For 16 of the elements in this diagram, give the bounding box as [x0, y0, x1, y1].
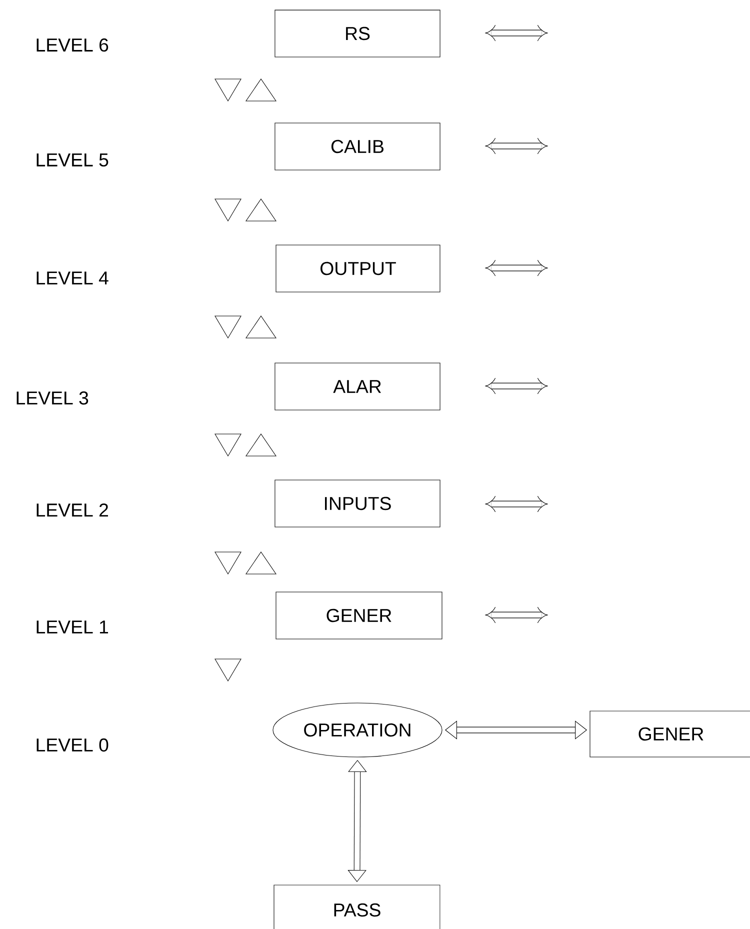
- level-label: LEVEL 0: [36, 738, 108, 752]
- menu-box: GENER: [276, 592, 442, 640]
- menu-box: CALIB: [274, 122, 440, 170]
- menu-box: ALAR: [274, 362, 440, 410]
- menu-box: INPUTS: [274, 480, 440, 528]
- level-label: LEVEL 5: [36, 154, 108, 167]
- level-label: LEVEL 3: [16, 391, 88, 405]
- menu-box: PASS: [274, 884, 440, 929]
- menu-box: RS: [274, 10, 440, 58]
- level-label: LEVEL 1: [36, 620, 108, 634]
- level-label: LEVEL 2: [36, 503, 108, 517]
- level-label: LEVEL 6: [36, 38, 108, 52]
- menu-box: OUTPUT: [276, 244, 440, 292]
- menu-box: GENER: [590, 710, 750, 758]
- level-label: LEVEL 4: [36, 272, 108, 284]
- oval-node: OPERATION: [272, 702, 442, 758]
